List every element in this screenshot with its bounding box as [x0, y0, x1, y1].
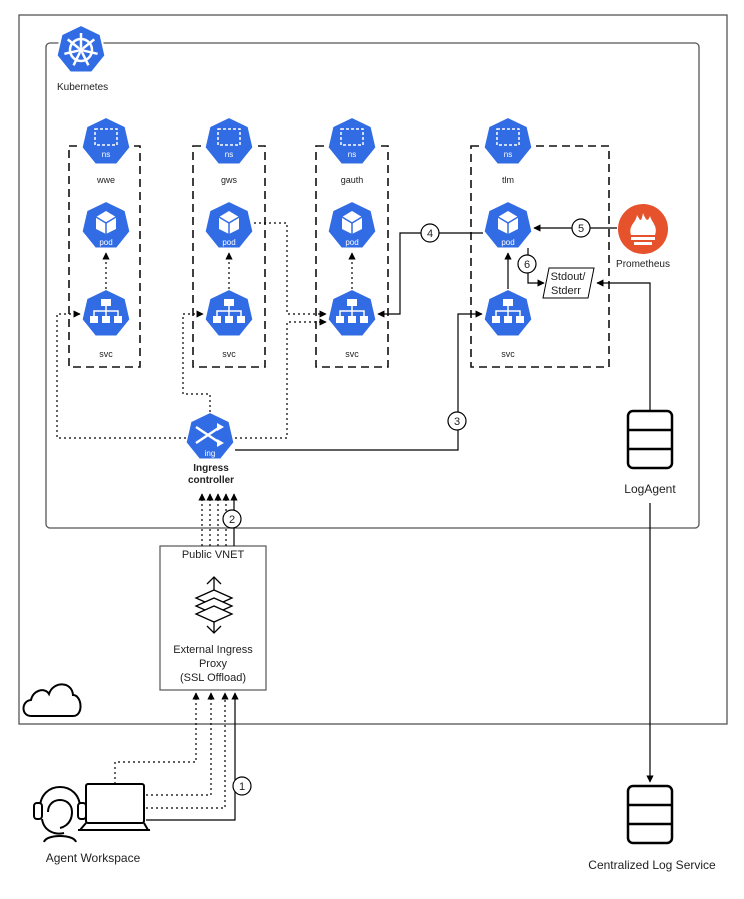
- prometheus-icon: [618, 204, 668, 254]
- svg-text:4: 4: [427, 228, 433, 240]
- stdout-stderr-box: [542, 267, 595, 299]
- kubernetes-icon: [55, 24, 107, 74]
- svc-icon: [326, 288, 378, 338]
- svc-label: svc: [99, 349, 113, 359]
- namespace-label: gauth: [341, 175, 364, 185]
- svc-label: svc: [345, 349, 359, 359]
- svg-text:2: 2: [229, 514, 235, 526]
- namespace-label: tlm: [502, 175, 514, 185]
- svg-text:5: 5: [578, 223, 584, 235]
- pod-icon: pod: [326, 200, 378, 250]
- pod-icon: pod: [80, 200, 132, 250]
- cloud-icon: [22, 683, 82, 717]
- ingress-label-line2: controller: [188, 475, 234, 486]
- ingress-icon: ing: [184, 411, 236, 461]
- namespace-box-wwe: [68, 145, 141, 368]
- svg-text:ns: ns: [504, 150, 512, 159]
- kubernetes-label: Kubernetes: [57, 82, 108, 93]
- step-marker: 2: [222, 509, 242, 529]
- ingress-label-line1: Ingress: [193, 463, 229, 474]
- namespace-box-gws: [192, 145, 266, 368]
- stderr-label: Stderr: [551, 285, 581, 297]
- step-marker: 5: [571, 218, 591, 238]
- svg-text:pod: pod: [222, 238, 235, 247]
- step-marker: 6: [517, 254, 537, 274]
- prometheus-label: Prometheus: [616, 259, 670, 270]
- namespace-label: wwe: [96, 175, 115, 185]
- svg-text:ns: ns: [348, 150, 356, 159]
- pod-icon: pod: [203, 200, 255, 250]
- proxy-label-line3: (SSL Offload): [180, 672, 246, 684]
- server-icon: [626, 784, 674, 845]
- svg-text:ns: ns: [102, 150, 110, 159]
- proxy-layers-icon: [194, 576, 234, 634]
- namespace-box-tlm: [470, 145, 610, 368]
- laptop-icon: [78, 783, 150, 831]
- headset-icon: [33, 786, 87, 843]
- svg-text:ing: ing: [205, 449, 216, 458]
- svg-text:pod: pod: [99, 238, 112, 247]
- ns-icon: ns: [80, 116, 132, 166]
- step-marker: 3: [447, 411, 467, 431]
- cloud-boundary: [18, 14, 728, 725]
- svc-icon: [203, 288, 255, 338]
- svg-text:pod: pod: [501, 238, 514, 247]
- logagent-label: LogAgent: [624, 482, 676, 496]
- proxy-label-line2: Proxy: [199, 658, 228, 670]
- proxy-label-line1: External Ingress: [173, 644, 253, 656]
- namespace-label: gws: [221, 175, 238, 185]
- svc-icon: [80, 288, 132, 338]
- server-icon: [626, 409, 674, 470]
- namespace-box-gauth: [315, 145, 389, 368]
- svc-icon: [482, 288, 534, 338]
- svg-text:1: 1: [239, 781, 245, 793]
- svc-label: svc: [222, 349, 236, 359]
- kubernetes-boundary: [45, 42, 700, 529]
- ns-icon: ns: [482, 116, 534, 166]
- svg-text:pod: pod: [345, 238, 358, 247]
- svg-text:3: 3: [454, 416, 460, 428]
- agent-workspace-label: Agent Workspace: [46, 851, 141, 865]
- svg-text:ns: ns: [225, 150, 233, 159]
- ns-icon: ns: [326, 116, 378, 166]
- svg-text:6: 6: [524, 259, 530, 271]
- vnet-label: Public VNET: [182, 549, 245, 561]
- stdout-label: Stdout/: [551, 271, 587, 283]
- svc-label: svc: [501, 349, 515, 359]
- pod-icon: pod: [482, 200, 534, 250]
- ns-icon: ns: [203, 116, 255, 166]
- step-marker: 1: [232, 776, 252, 796]
- central-log-label: Centralized Log Service: [588, 858, 716, 872]
- step-marker: 4: [420, 223, 440, 243]
